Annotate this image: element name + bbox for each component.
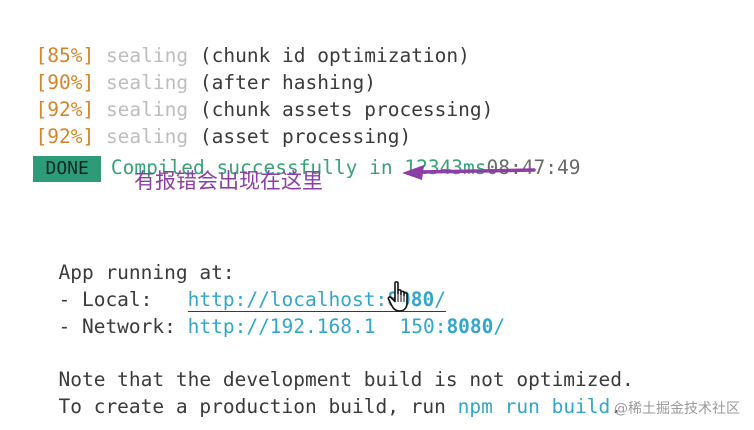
note-line-1: Note that the development build is not o… [35, 347, 634, 391]
network-line: - Network: http://192.168.1 150:8080/ [35, 294, 505, 338]
log-percent: [90%] [35, 71, 95, 94]
log-line-2: [90%] sealing (after hashing) [12, 50, 376, 94]
note-text-1: Note that the development build is not o… [58, 368, 634, 391]
server-heading: App running at: [35, 240, 235, 284]
left-arrow-icon [402, 165, 536, 180]
log-detail: (chunk assets processing) [199, 98, 494, 121]
log-stage: sealing [105, 44, 189, 67]
log-detail: (after hashing) [199, 71, 376, 94]
note-text-2-prefix: To create a production build, run [58, 395, 458, 418]
network-url-prefix: http://192.168.1 [187, 315, 376, 338]
build-command: npm run build [457, 395, 611, 418]
log-percent: [85%] [35, 44, 95, 67]
note-line-2: To create a production build, run npm ru… [35, 374, 622, 418]
log-line-1: [85%] sealing (chunk id optimization) [12, 23, 470, 67]
note-text-2-suffix: . [610, 395, 623, 418]
log-stage: sealing [105, 71, 189, 94]
log-stage: sealing [105, 98, 189, 121]
network-url-port: 8080 [446, 315, 494, 338]
log-percent: [92%] [35, 98, 95, 121]
log-detail: (asset processing) [199, 125, 412, 148]
log-line-4: [92%] sealing (asset processing) [12, 104, 411, 148]
network-label: - Network: [58, 315, 188, 338]
log-stage: sealing [105, 125, 189, 148]
done-badge: DONE [33, 156, 101, 182]
network-url-suffix: / [493, 315, 506, 338]
hand-pointer-icon [387, 281, 408, 312]
local-label: - Local: [58, 288, 188, 311]
network-url-middle: 150: [399, 315, 447, 338]
local-url-suffix: / [434, 288, 446, 311]
log-line-3: [92%] sealing (chunk assets processing) [12, 77, 493, 121]
local-url-prefix: http://localhost: [187, 288, 388, 311]
log-detail: (chunk id optimization) [199, 44, 470, 67]
network-url-link[interactable]: http://192.168.1 150:8080/ [188, 315, 506, 338]
log-percent: [92%] [35, 125, 95, 148]
error-annotation: 有报错会出现在这里 [134, 169, 323, 193]
watermark: @稀土掘金技术社区 [614, 401, 740, 417]
compile-time: 08:47:49 [486, 156, 581, 179]
server-heading-text: App running at: [58, 261, 235, 284]
